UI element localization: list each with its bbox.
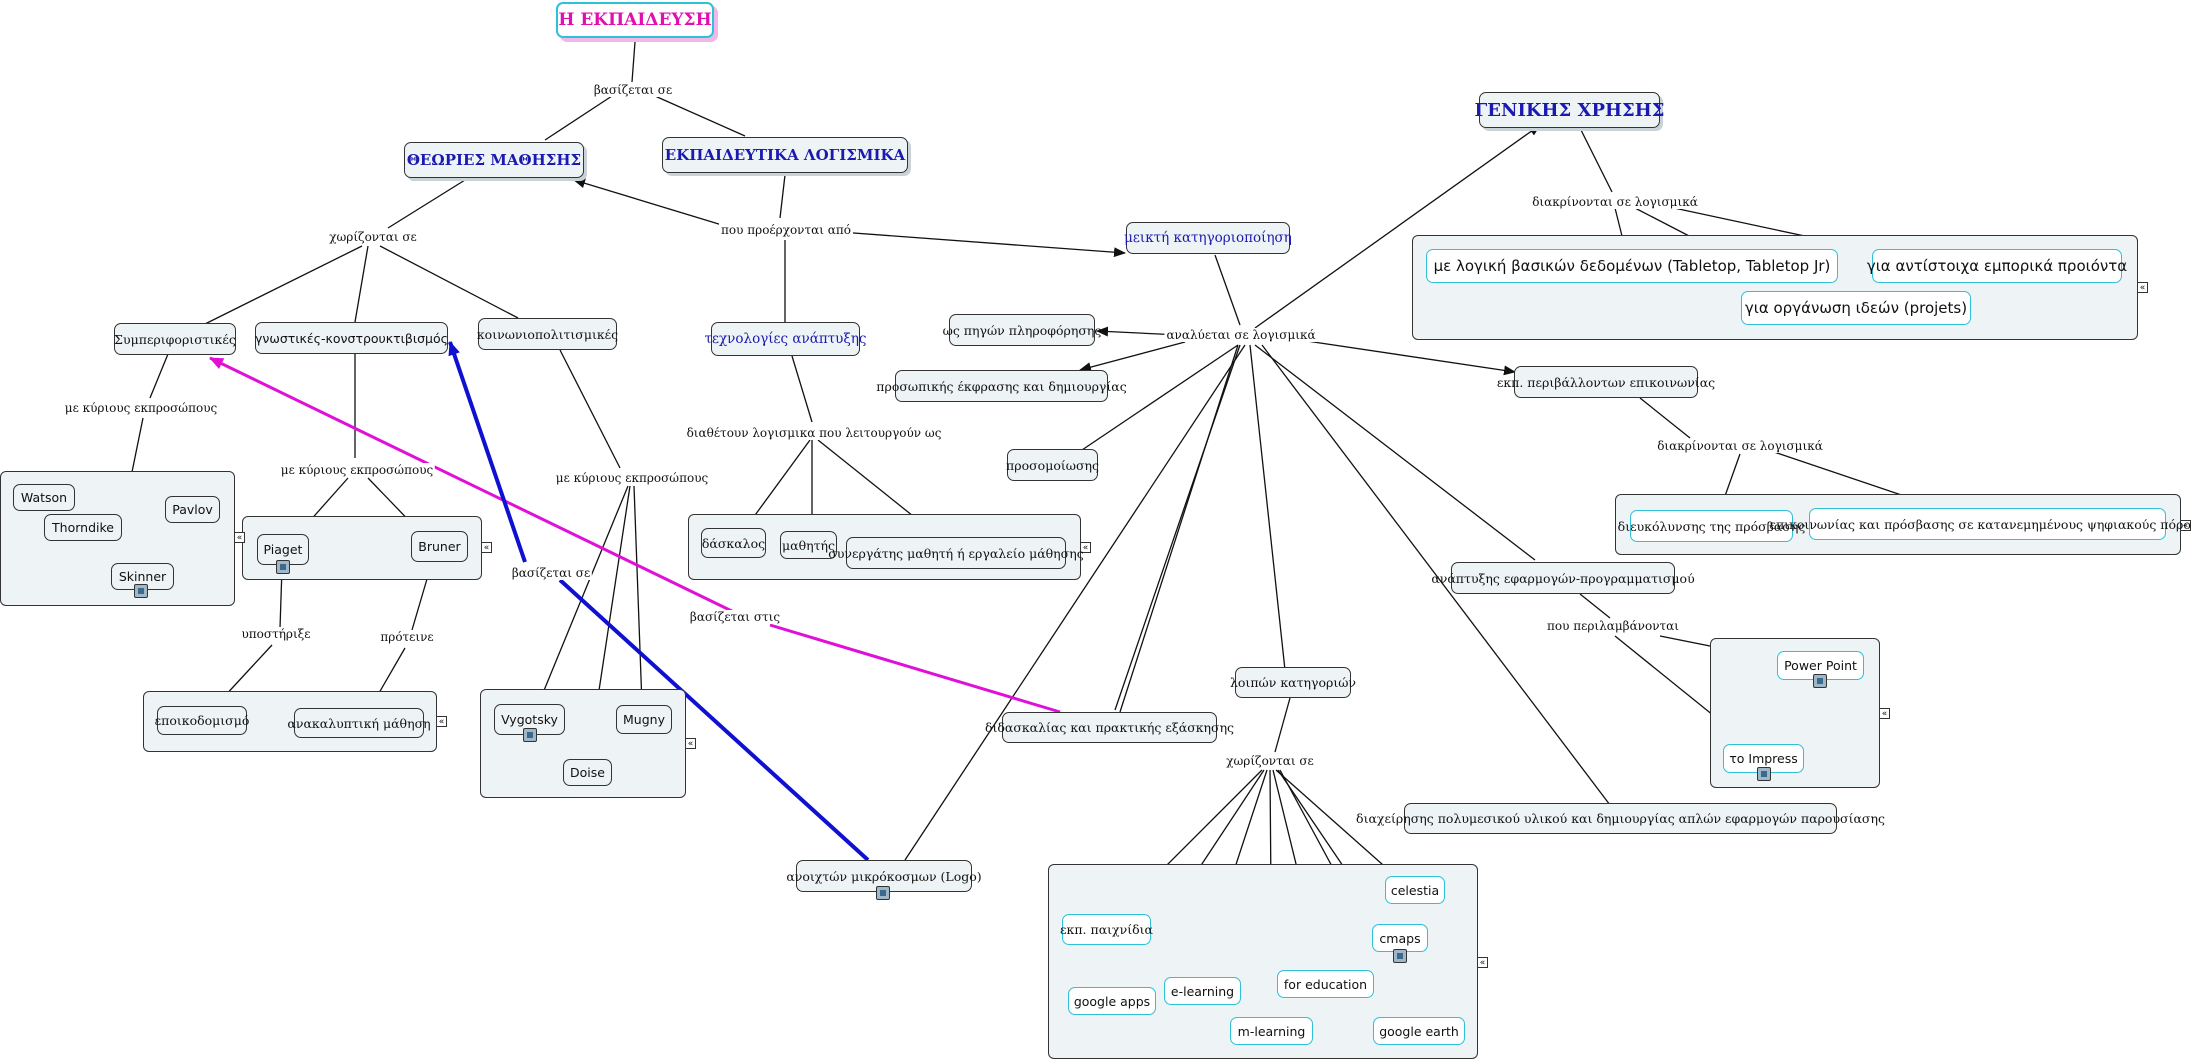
link-label-supported: υποστήριξε xyxy=(239,627,313,641)
other-categories-node[interactable]: λοιπών κατηγοριών xyxy=(1230,667,1356,698)
link-label-based-on: βασίζεται στις xyxy=(687,610,783,624)
link-label-come-from: που προέρχονται από xyxy=(719,223,853,237)
collapse-toggle[interactable]: « xyxy=(2137,282,2148,293)
link-label-based-on: βασίζεται σε xyxy=(509,566,593,580)
general-use-node[interactable]: ΓΕΝΙΚΗΣ ΧΡΗΣΗΣ xyxy=(1475,92,1665,128)
access-node[interactable]: διευκόλυνσης της πρόσβασης xyxy=(1618,510,1805,542)
image-resource-icon[interactable] xyxy=(276,560,290,574)
resource-icon[interactable] xyxy=(1393,949,1407,963)
multimedia-node[interactable]: διαχείρησης πολυμεσικού υλικού και δημιο… xyxy=(1356,803,1885,834)
link-label-analyzed-into: αναλύεται σε λογισμικά xyxy=(1164,328,1318,342)
link-label-proposed: πρότεινε xyxy=(378,630,436,644)
m-learning-node[interactable]: m-learning xyxy=(1230,1017,1313,1045)
link-label-include: που περιλαμβάνονται xyxy=(1545,619,1681,633)
link-label-distinguished: διακρίνονται σε λογισμικά xyxy=(1530,195,1700,209)
organize-ideas-node[interactable]: για οργάνωση ιδεών (projets) xyxy=(1741,291,1971,325)
link-label-main-representatives: με κύριους εκπροσώπους xyxy=(62,401,220,415)
watson-node[interactable]: Watson xyxy=(13,484,75,511)
info-sources-node[interactable]: ως πηγών πληροφόρησης xyxy=(943,314,1101,346)
celestia-node[interactable]: celestia xyxy=(1385,876,1445,904)
doise-node[interactable]: Doise xyxy=(563,759,612,786)
link-label-distinguished: διακρίνονται σε λογισμικά xyxy=(1655,439,1825,453)
tech-dev-node[interactable]: τεχνολογίες ανάπτυξης xyxy=(705,322,866,356)
resource-icon[interactable] xyxy=(1757,767,1771,781)
collaborator-node[interactable]: συνεργάτης μαθητή ή εργαλείο μάθησης xyxy=(828,537,1084,569)
elearning-node[interactable]: e-learning xyxy=(1164,977,1241,1005)
impress-node[interactable]: το Impress xyxy=(1723,744,1804,773)
resource-icon[interactable] xyxy=(134,584,148,598)
games-node[interactable]: εκπ. παιχνίδια xyxy=(1060,914,1153,945)
thorndike-node[interactable]: Thorndike xyxy=(44,514,122,541)
comm-env-node[interactable]: εκπ. περιβάλλοντων επικοινωνίας xyxy=(1497,366,1715,398)
link-label-main-representatives: με κύριους εκπροσώπους xyxy=(278,463,436,477)
piaget-node[interactable]: Piaget xyxy=(257,534,309,565)
link-label-provide: διαθέτουν λογισμικα που λειτουργούν ως xyxy=(684,426,944,440)
collapse-toggle[interactable]: « xyxy=(1080,542,1091,553)
link-label-main-representatives: με κύριους εκπροσώπους xyxy=(553,471,711,485)
collapse-toggle[interactable]: « xyxy=(1879,708,1890,719)
collapse-toggle[interactable]: « xyxy=(481,542,492,553)
social-node[interactable]: κοινωνιοπολιτισμικές xyxy=(477,318,618,350)
commercial-software-node[interactable]: για αντίστοιχα εμπορικά προιόντα xyxy=(1867,249,2127,283)
mixed-category-node[interactable]: μεικτή κατηγοριοποίηση xyxy=(1124,222,1292,254)
bruner-node[interactable]: Bruner xyxy=(411,531,468,562)
pavlov-node[interactable]: Pavlov xyxy=(165,496,220,523)
mugny-node[interactable]: Mugny xyxy=(616,705,672,734)
cognitive-node[interactable]: γνωστικές-κονστρουκτιβισμός xyxy=(255,322,448,354)
database-software-node[interactable]: με λογική βασικών δεδομένων (Tabletop, T… xyxy=(1426,249,1838,283)
collapse-toggle[interactable]: « xyxy=(1477,957,1488,968)
teacher-node[interactable]: δάσκαλος xyxy=(701,528,766,558)
discovery-learning-node[interactable]: ανακαλυπτική μάθηση xyxy=(287,708,431,738)
cmaps-node[interactable]: cmaps xyxy=(1372,924,1428,952)
google-apps-node[interactable]: google apps xyxy=(1068,987,1156,1015)
constructivism-node[interactable]: εποικοδομισμό xyxy=(155,706,249,735)
expression-node[interactable]: προσωπικής έκφρασης και δημιουργίας xyxy=(876,370,1127,402)
link-label-divided-into: χωρίζονται σε xyxy=(1224,754,1316,768)
collapse-toggle[interactable]: « xyxy=(685,738,696,749)
title-node[interactable]: Η ΕΚΠΑΙΔΕΥΣΗ xyxy=(556,2,714,38)
for-education-node[interactable]: for education xyxy=(1277,970,1374,998)
resource-icon[interactable] xyxy=(876,886,890,900)
app-dev-node[interactable]: ανάπτυξης εφαρμογών-προγραμματισμού xyxy=(1431,562,1695,594)
link-label-divided-into: χωρίζονται σε xyxy=(327,230,419,244)
logo-node[interactable]: ανοιχτών μικρόκοσμων (Logo) xyxy=(786,860,982,892)
communication-node[interactable]: επικοινωνίας και πρόσβασης σε κατανεμημέ… xyxy=(1769,508,2191,540)
software-node[interactable]: ΕΚΠΑΙΔΕΥΤΙΚΑ ΛΟΓΙΣΜΙΚΑ xyxy=(662,137,908,173)
simulation-node[interactable]: προσομοίωσης xyxy=(1006,449,1099,481)
student-node[interactable]: μαθητής xyxy=(780,531,837,559)
teaching-node[interactable]: διδασκαλίας και πρακτικής εξάσκησης xyxy=(985,712,1234,743)
resource-icon[interactable] xyxy=(1813,674,1827,688)
collapse-toggle[interactable]: « xyxy=(436,716,447,727)
google-earth-node[interactable]: google earth xyxy=(1373,1017,1465,1045)
behavioral-node[interactable]: Συμπεριφοριστικές xyxy=(114,323,236,355)
collapse-toggle[interactable]: « xyxy=(234,532,245,543)
image-resource-icon[interactable] xyxy=(523,728,537,742)
theories-node[interactable]: ΘΕΩΡΙΕΣ ΜΑΘΗΣΗΣ xyxy=(404,142,584,178)
link-label-based-on: βασίζεται σε xyxy=(591,83,675,97)
